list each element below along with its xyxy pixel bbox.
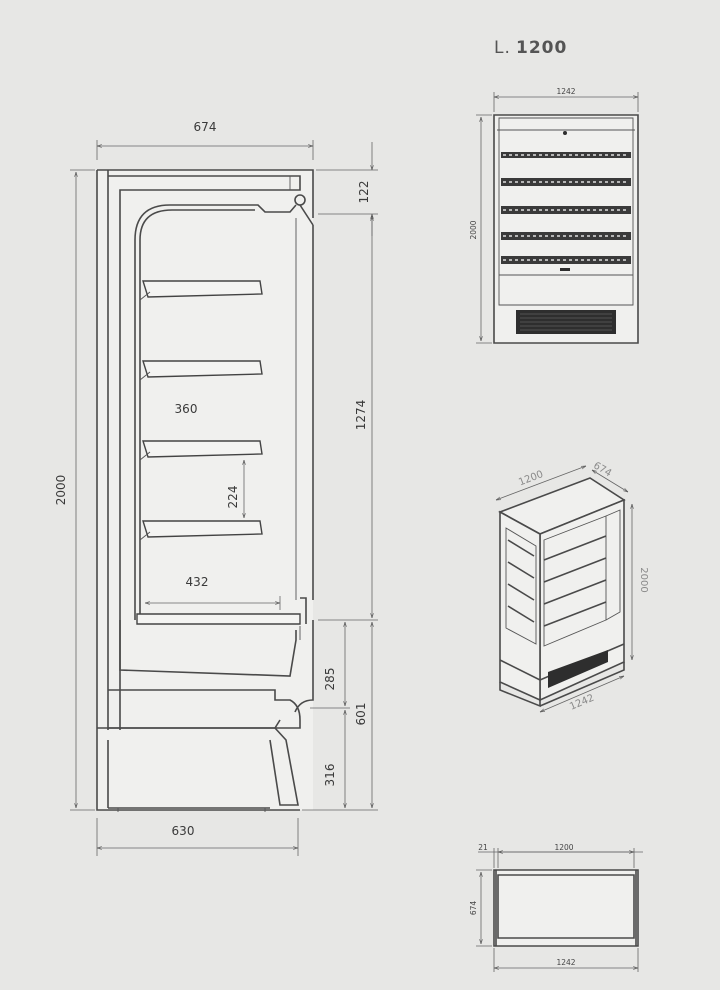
dim-height-total: 2000	[54, 475, 68, 506]
dim-base-height: 601	[354, 703, 368, 726]
side-dimensions: 674 630 2000 122 1274 601 285 316 360 22…	[54, 120, 378, 856]
dim-shelf-depth-lower: 432	[186, 575, 209, 589]
dim-shelf-depth-upper: 360	[175, 402, 198, 416]
iso-dim-width: 1242	[568, 693, 596, 713]
shelf-4	[139, 520, 263, 541]
title-prefix: L.	[494, 38, 511, 58]
dim-top-section: 122	[357, 181, 371, 204]
shelf-1	[139, 280, 263, 301]
side-section-view	[96, 169, 314, 812]
plan-dim-offset: 21	[478, 843, 488, 852]
dim-display-height: 1274	[354, 400, 368, 431]
dim-lower-base: 316	[323, 764, 337, 787]
front-shelves	[501, 152, 631, 264]
dim-width-bottom: 630	[172, 824, 195, 838]
isometric-view: 1200 674 2000 1242	[496, 460, 649, 713]
iso-dim-length: 1200	[517, 469, 545, 488]
dim-width-top: 674	[194, 120, 217, 134]
plan-view: 21 1200 674 1242	[469, 843, 643, 972]
iso-dim-height: 2000	[638, 567, 649, 592]
shelf-3	[139, 440, 263, 461]
page-title: L. 1200	[494, 38, 567, 58]
front-dim-height: 2000	[469, 220, 478, 239]
front-view: 1242 2000	[469, 87, 639, 344]
title-value: 1200	[516, 38, 567, 58]
dim-upper-base: 285	[323, 668, 337, 691]
plan-dim-inner-width: 1200	[554, 843, 573, 852]
dim-shelf-spacing: 224	[226, 486, 240, 509]
shelf-2	[139, 360, 263, 381]
front-dim-width: 1242	[556, 87, 575, 96]
plan-dim-width: 1242	[556, 958, 575, 967]
plan-dim-depth: 674	[469, 901, 478, 916]
